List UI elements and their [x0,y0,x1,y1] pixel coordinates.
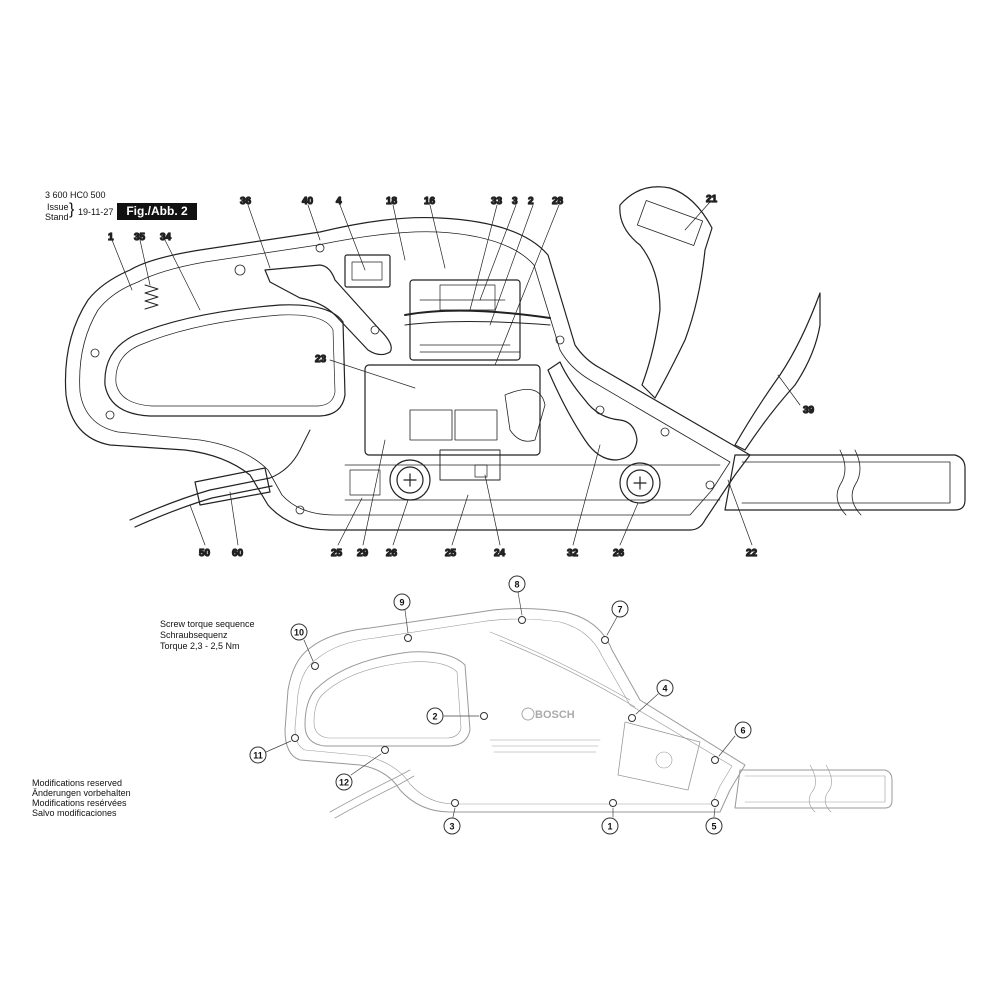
svg-text:1: 1 [607,822,612,832]
svg-text:3: 3 [449,822,454,832]
svg-text:9: 9 [399,598,404,608]
issue-date: 19-11-27 [78,207,114,217]
svg-text:12: 12 [339,778,349,788]
callout-26b: 26 [613,548,625,559]
svg-text:8: 8 [514,580,519,590]
seq-step-1: 1 [601,817,619,835]
seq-access-panel [617,721,701,791]
callout-21: 21 [706,194,718,205]
link-arm [547,361,638,461]
front-guard [619,186,713,399]
figure-badge: Fig./Abb. 2 [117,203,197,220]
blade-guard [734,292,821,451]
callout-34: 34 [160,232,172,243]
callout-36: 36 [240,196,252,207]
spring [144,284,159,310]
brace: } [69,201,75,218]
footer-note-fr: Modifications resérvées [32,798,127,808]
callout-29: 29 [357,548,369,559]
doc-number: 3 600 HC0 500 [45,190,106,200]
gearbox [364,364,541,456]
callout-3: 3 [512,196,518,207]
callout-26a: 26 [386,548,398,559]
footer-note-es: Salvo modificaciones [32,808,117,818]
callout-2: 2 [528,196,534,207]
blade-bar [724,454,966,511]
callout-60: 60 [232,548,244,559]
svg-text:11: 11 [253,751,263,761]
callout-25b: 25 [445,548,457,559]
seq-handle-opening [304,651,471,747]
seq-leaders [265,591,736,818]
footer-note-en: Modifications reserved [32,778,123,788]
svg-text:2: 2 [432,712,437,722]
seq-number-markers: 1 2 3 4 5 6 7 8 9 10 11 12 [249,575,752,835]
svg-text:7: 7 [617,605,622,615]
svg-text:10: 10 [294,628,304,638]
seq-step-4: 4 [656,679,674,697]
power-cable [129,477,271,521]
stand-label: Stand [45,212,69,222]
seq-brand-mark: BOSCH [535,709,575,721]
seq-power-cable [329,769,411,813]
callout-18: 18 [386,196,398,207]
main-housing [64,216,751,531]
callout-25a: 25 [331,548,343,559]
callout-28: 28 [552,196,564,207]
seq-step-12: 12 [335,773,353,791]
seq-step-8: 8 [508,575,526,593]
torque-title-en: Screw torque sequence [160,619,255,629]
torque-value: Torque 2,3 - 2,5 Nm [160,641,240,651]
seq-blade-bar [734,769,893,809]
motor [409,279,521,361]
svg-text:5: 5 [711,822,716,832]
seq-step-7: 7 [611,600,629,618]
seq-housing [284,608,746,813]
seq-step-5: 5 [705,817,723,835]
callout-4: 4 [336,196,342,207]
seq-step-6: 6 [734,721,752,739]
callout-24: 24 [494,548,506,559]
callout-50: 50 [199,548,211,559]
callout-40: 40 [302,196,314,207]
handle-opening [104,304,346,417]
seq-step-3: 3 [443,817,461,835]
callout-labels: 1 35 34 36 40 4 18 16 33 3 2 28 21 23 39… [107,193,815,559]
svg-text:6: 6 [740,726,745,736]
seq-step-11: 11 [249,746,267,764]
issue-label: Issue [47,202,69,212]
seq-step-2: 2 [426,707,444,725]
callout-1: 1 [108,232,114,243]
callout-32: 32 [567,548,579,559]
seq-screw-points [291,616,719,807]
switch [344,254,391,288]
callout-35: 35 [134,232,146,243]
callout-33: 33 [491,196,503,207]
roller-right [619,462,661,504]
footer-note-de: Änderungen vorbehalten [32,788,131,798]
torque-title-de: Schraubsequenz [160,630,228,640]
seq-step-10: 10 [290,623,308,641]
callout-39: 39 [803,405,815,416]
callout-leaders [111,201,801,546]
callout-23: 23 [315,354,327,365]
seq-step-9: 9 [393,593,411,611]
cable-relief [194,467,271,506]
callout-16: 16 [424,196,436,207]
svg-text:4: 4 [662,684,667,694]
callout-22: 22 [746,548,758,559]
trigger-lever [264,264,392,356]
